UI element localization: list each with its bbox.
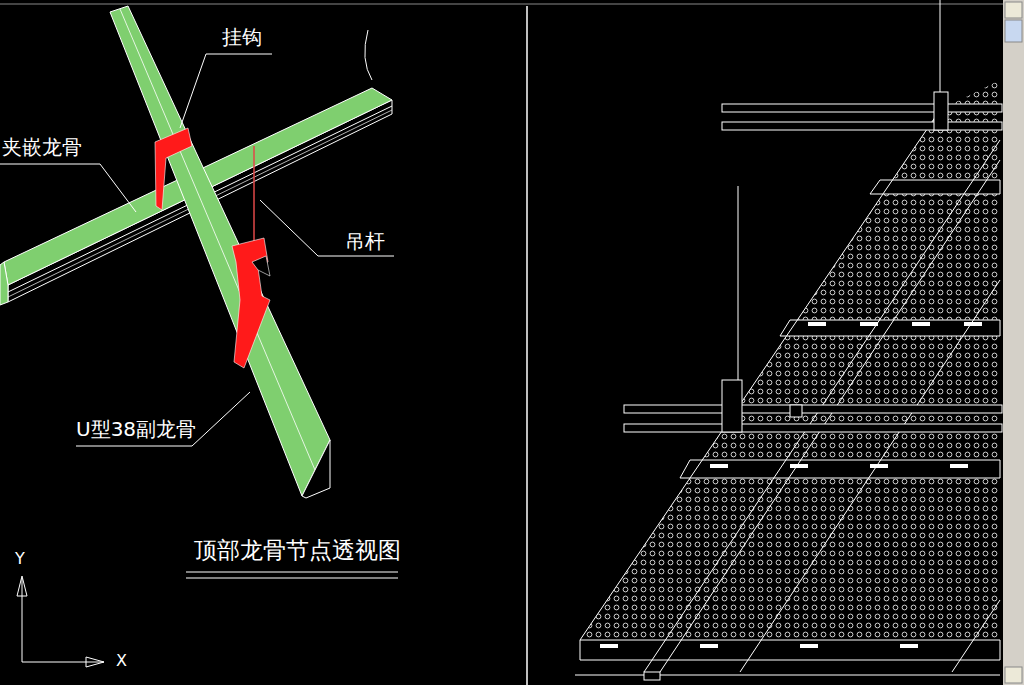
hanger-clip	[934, 92, 948, 130]
viewport-divider	[526, 6, 528, 685]
leader-lines	[0, 54, 394, 446]
title-underline	[186, 577, 398, 578]
carrying-rail	[722, 122, 1002, 130]
panel-seam	[952, 600, 1000, 672]
clip-slot	[252, 256, 270, 276]
hanger-clip	[722, 380, 742, 432]
ceiling-illustration	[575, 0, 1002, 680]
panel-joint	[680, 460, 1000, 478]
part-name: U型38副龙骨	[76, 418, 196, 440]
hanger-rod	[738, 186, 739, 380]
leader-line	[180, 54, 272, 128]
scroll-button	[1005, 667, 1022, 683]
panel-joint	[870, 180, 1000, 194]
hanger-rod	[253, 146, 255, 252]
keel-illustration	[0, 6, 392, 498]
connector	[790, 405, 802, 417]
panel-edge	[575, 675, 1000, 676]
carrying-rail	[722, 104, 1002, 112]
scroll-thumb	[1005, 20, 1022, 42]
hanger-clip	[232, 238, 270, 368]
main-rail	[660, 160, 1000, 672]
drawing-title: 顶部龙骨节点透视图	[194, 538, 401, 563]
panel-seam	[740, 280, 1000, 672]
hook	[155, 128, 192, 210]
leader-line	[76, 392, 250, 446]
u38-keel-edge	[120, 9, 315, 470]
scroll-button	[1005, 2, 1022, 18]
part-name: 夹嵌龙骨	[2, 136, 82, 158]
panel-joint	[780, 320, 1000, 336]
viewport-border	[0, 4, 1003, 5]
part-name: 吊杆	[345, 230, 385, 252]
leader-line	[0, 164, 136, 212]
perforated-panels	[580, 80, 1000, 660]
carrying-rail	[624, 405, 1002, 413]
carrying-rail	[624, 424, 1002, 432]
ucs-icon	[17, 576, 104, 667]
part-name: 挂钩	[222, 26, 262, 48]
axis-label: Y	[15, 550, 25, 568]
panel-edge	[580, 110, 940, 640]
axis-label: X	[116, 652, 127, 670]
leader-line	[260, 200, 394, 256]
clamp-keel-end	[0, 262, 8, 305]
break-line	[365, 30, 372, 80]
hanger-rod	[940, 0, 941, 92]
title-underline	[186, 571, 398, 572]
scrollbar	[1003, 0, 1024, 685]
u38-keel-end	[302, 440, 330, 498]
panel-joint	[580, 640, 1000, 660]
